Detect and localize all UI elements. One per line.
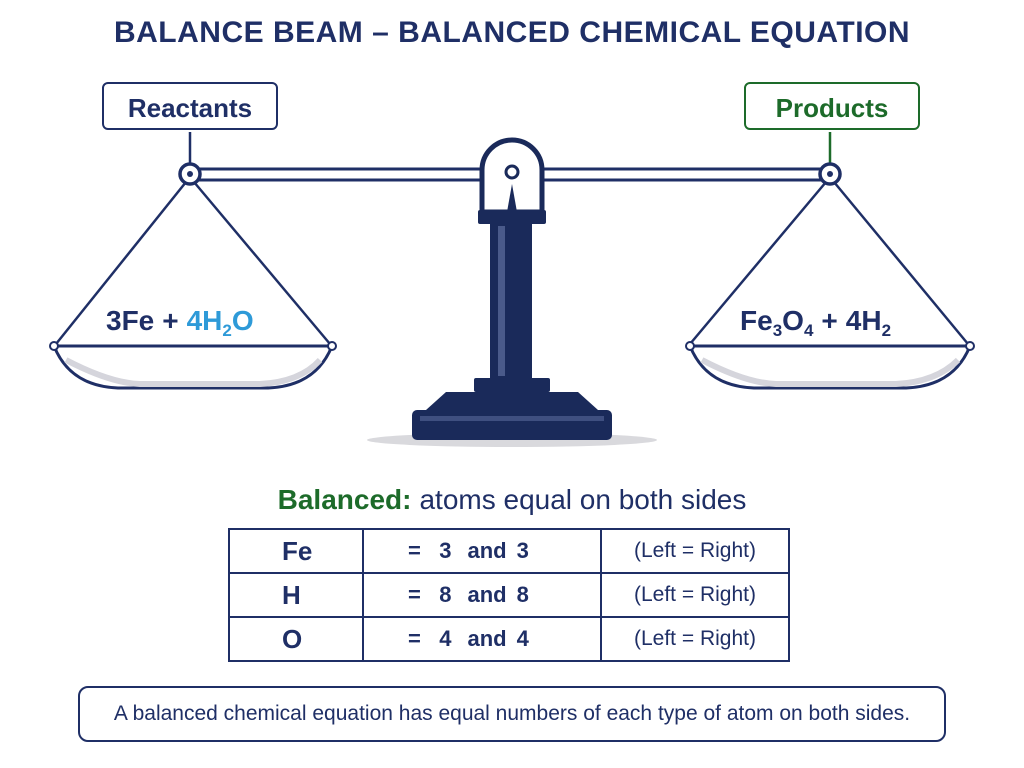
table-row: Fe = 3 and 3 (Left = Right) — [228, 528, 790, 574]
hydrogen-coef: 4H — [845, 305, 882, 336]
water-term: 4H2O — [186, 305, 254, 340]
comparison-cell: (Left = Right) — [600, 616, 790, 662]
table-row: O = 4 and 4 (Left = Right) — [228, 616, 790, 662]
and-word: and — [467, 538, 507, 563]
products-equation: Fe3O4 +4H2 — [740, 305, 891, 341]
iron-oxide-o: O — [782, 305, 804, 336]
definition-note: A balanced chemical equation has equal n… — [78, 686, 946, 742]
hydrogen-term: 4H2 — [845, 305, 891, 340]
pivot-pin — [504, 164, 520, 180]
count-cell: = 3 and 3 — [362, 528, 602, 574]
equals-sign: = — [408, 626, 421, 651]
comparison-cell: (Left = Right) — [600, 572, 790, 618]
atom-count-table: Fe = 3 and 3 (Left = Right) H = 8 and 8 (Lef… — [228, 528, 790, 662]
element-cell: H — [228, 572, 364, 618]
iron-term: 3Fe — [106, 305, 155, 336]
iron-oxide-term: Fe3O4 — [740, 305, 813, 340]
balance-scale-illustration — [49, 132, 975, 447]
water-oxygen: O — [231, 305, 254, 336]
pointer-needle — [507, 184, 517, 212]
right-count: 8 — [516, 582, 529, 607]
balanced-highlight: Balanced: — [277, 484, 412, 515]
iron-oxide-sub1: 3 — [772, 321, 783, 340]
comparison-cell: (Left = Right) — [600, 528, 790, 574]
equals-sign: = — [408, 582, 421, 607]
balanced-summary: Balanced:atoms equal on both sides — [0, 484, 1024, 516]
products-label: Products — [744, 82, 920, 130]
pillar — [490, 222, 532, 380]
plus-sign: + — [162, 305, 179, 336]
left-count: 8 — [439, 582, 452, 607]
water-subscript: 2 — [222, 321, 232, 340]
and-word: and — [467, 582, 507, 607]
hydrogen-subscript: 2 — [881, 321, 892, 340]
left-count: 3 — [439, 538, 452, 563]
table-row: H = 8 and 8 (Left = Right) — [228, 572, 790, 618]
right-count: 3 — [516, 538, 529, 563]
and-word: and — [467, 626, 507, 651]
count-cell: = 8 and 8 — [362, 572, 602, 618]
reactants-label: Reactants — [102, 82, 278, 130]
plus-sign: + — [821, 305, 838, 336]
scale-base — [426, 392, 598, 410]
water-coef: 4H — [186, 305, 223, 336]
left-pan — [51, 344, 335, 390]
element-cell: Fe — [228, 528, 364, 574]
left-count: 4 — [439, 626, 452, 651]
equals-sign: = — [408, 538, 421, 563]
iron-oxide-fe: Fe — [740, 305, 773, 336]
right-pan — [687, 344, 973, 390]
iron-oxide-sub2: 4 — [803, 321, 814, 340]
element-cell: O — [228, 616, 364, 662]
count-cell: = 4 and 4 — [362, 616, 602, 662]
right-count: 4 — [516, 626, 529, 651]
page-title: BALANCE BEAM – BALANCED CHEMICAL EQUATIO… — [113, 16, 911, 49]
reactants-equation: 3Fe+4H2O — [106, 305, 254, 341]
balanced-text: atoms equal on both sides — [419, 484, 747, 515]
